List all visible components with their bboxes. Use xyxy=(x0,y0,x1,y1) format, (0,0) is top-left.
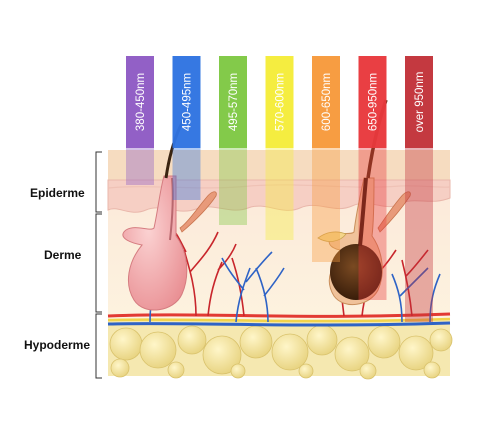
wavelength-bar: 450-495nm xyxy=(172,56,201,200)
layer-brackets xyxy=(95,151,102,379)
wavelength-bar-label: 380-450nm xyxy=(135,73,147,131)
wavelength-bar-head xyxy=(172,56,201,148)
wavelength-bar-label: 600-650nm xyxy=(321,73,333,131)
wavelength-bar: 570-600nm xyxy=(265,56,294,240)
wavelength-bar-head xyxy=(126,56,154,148)
wavelength-bar: over 950nm xyxy=(405,56,433,322)
epiderme-label: Epiderme xyxy=(30,186,85,200)
wavelength-bar: 600-650nm xyxy=(312,56,340,262)
wavelength-bar-label: over 950nm xyxy=(414,72,426,133)
vascular-plexus xyxy=(107,312,451,327)
fat-cells xyxy=(109,324,453,380)
wavelength-bar-label: 450-495nm xyxy=(182,73,194,131)
hair-follicle-light xyxy=(122,111,217,311)
hair-follicle-dark xyxy=(317,99,411,305)
wavelength-bar-head xyxy=(219,56,247,148)
wavelength-bar-head xyxy=(405,56,433,148)
skin-block xyxy=(107,99,453,380)
wavelength-bar: 495-570nm xyxy=(219,56,247,225)
hypoderme-label: Hypoderme xyxy=(24,338,91,352)
wavelength-bar: 650-950nm xyxy=(358,56,387,300)
wavelength-bar-label: 495-570nm xyxy=(228,73,240,131)
derme-label: Derme xyxy=(44,248,82,262)
wavelength-bars: 380-450nm 450-495nm 495-570nm 570-600nm 600-… xyxy=(126,56,433,322)
wavelength-bar-label: 570-600nm xyxy=(275,73,287,131)
wavelength-bar-head xyxy=(358,56,387,148)
wavelength-bar-head xyxy=(312,56,340,148)
wavelength-bar: 380-450nm xyxy=(126,56,154,185)
wavelength-bar-label: 650-950nm xyxy=(368,73,380,131)
wavelength-bar-head xyxy=(265,56,294,148)
